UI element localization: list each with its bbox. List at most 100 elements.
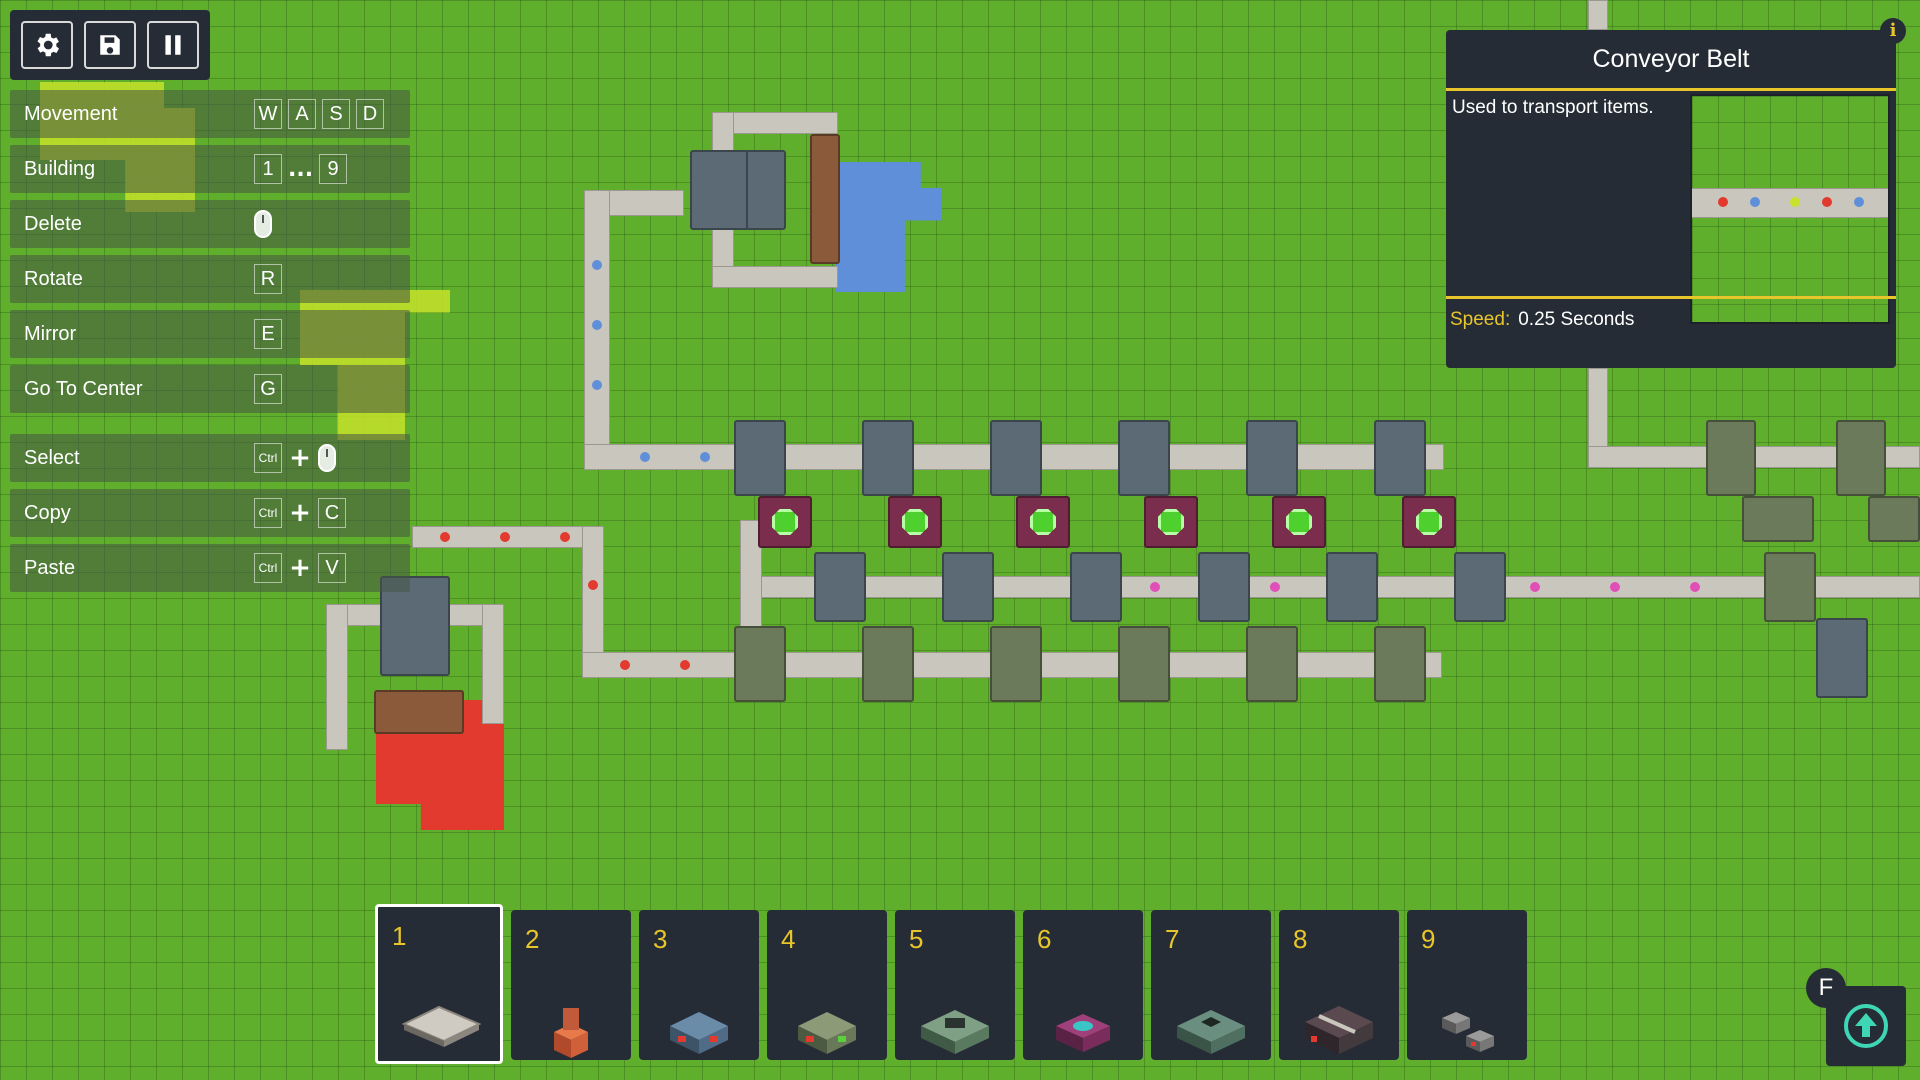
pink-item [1530, 582, 1540, 592]
hotbar-slot-6[interactable]: 6 [1023, 910, 1143, 1060]
factory-building[interactable] [1868, 496, 1920, 542]
hotbar-slot-7[interactable]: 7 [1151, 910, 1271, 1060]
slot-number: 7 [1165, 924, 1180, 954]
merger-building[interactable] [1118, 626, 1170, 702]
splitter-building[interactable] [1198, 552, 1250, 622]
smelter-building[interactable] [888, 496, 942, 548]
splitter-building[interactable] [1118, 420, 1170, 496]
miner-icon [554, 1008, 588, 1058]
hotbar-slot-4[interactable]: 4 [767, 910, 887, 1060]
keybind-action: Movement [24, 102, 118, 125]
keybind-action: Rotate [24, 267, 83, 290]
merger-building[interactable] [1764, 552, 1816, 622]
keycap: V [318, 553, 346, 583]
merger-building[interactable] [1246, 626, 1298, 702]
keycap: Ctrl [254, 498, 282, 528]
info-description: Used to transport items. [1452, 97, 1654, 118]
splitter-building[interactable] [1070, 552, 1122, 622]
blue-item [1750, 197, 1760, 207]
red-item [500, 532, 510, 542]
crossing-icon [1177, 1010, 1245, 1054]
keybind-row-copy: Copy Ctrl + C [10, 489, 410, 537]
red-item [1718, 197, 1728, 207]
blue-item [640, 452, 650, 462]
keybind-row-delete: Delete [10, 200, 410, 248]
speed-label: Speed: [1450, 309, 1511, 330]
splitter-building[interactable] [690, 150, 750, 230]
merger-building[interactable] [1836, 420, 1886, 496]
gear-icon [37, 33, 60, 57]
pink-item [1610, 582, 1620, 592]
keybind-row-movement: Movement W A S D [10, 90, 410, 138]
splitter-building[interactable] [990, 420, 1042, 496]
splitter-building[interactable] [734, 420, 786, 496]
keybind-action: Delete [24, 212, 82, 235]
merger-building[interactable] [734, 626, 786, 702]
save-button[interactable] [83, 21, 136, 69]
floppy-disk-icon [100, 35, 120, 55]
keycap: 9 [319, 154, 348, 184]
ellipsis: ... [288, 156, 314, 182]
keybind-row-mirror: Mirror E [10, 310, 410, 358]
merger-building[interactable] [1706, 420, 1756, 496]
slot-number: 9 [1421, 924, 1436, 954]
hotbar-slot-1[interactable]: 1 [375, 904, 503, 1064]
hotbar-slot-5[interactable]: 5 [895, 910, 1015, 1060]
smelter-building[interactable] [758, 496, 812, 548]
factory-building[interactable] [1742, 496, 1814, 542]
splitter-building[interactable] [746, 150, 786, 230]
splitter-building[interactable] [862, 420, 914, 496]
conveyor-belt[interactable] [326, 604, 348, 750]
pink-item [1270, 582, 1280, 592]
slot-number: 3 [653, 924, 668, 954]
building-info-panel: Conveyor Belt Used to transport items. S… [1446, 30, 1896, 368]
miner-building[interactable] [810, 134, 840, 264]
conveyor-belt[interactable] [482, 604, 504, 724]
conveyor-belt-preview [1690, 94, 1890, 324]
merger-building[interactable] [990, 626, 1042, 702]
info-speed: Speed:0.25 Seconds [1446, 296, 1896, 331]
blue-item [1854, 197, 1864, 207]
slot-number: 5 [909, 924, 924, 954]
slot-number: 4 [781, 924, 796, 954]
hotbar-slot-9[interactable]: 9 [1407, 910, 1527, 1060]
red-item [620, 660, 630, 670]
info-icon[interactable]: i [1880, 18, 1906, 44]
blue-ore-patch [836, 162, 942, 292]
smelter-building[interactable] [1272, 496, 1326, 548]
smelter-building[interactable] [1144, 496, 1198, 548]
splitter-building[interactable] [1374, 420, 1426, 496]
smelter-icon [1056, 1014, 1110, 1052]
conveyor-belt[interactable] [712, 266, 838, 288]
conveyor-belt[interactable] [1588, 0, 1608, 30]
splitter-building[interactable] [380, 576, 450, 676]
mouse-left-icon [318, 444, 336, 472]
splitter-building[interactable] [1246, 420, 1298, 496]
smelter-building[interactable] [1402, 496, 1456, 548]
settings-button[interactable] [21, 21, 74, 69]
splitter-building[interactable] [1454, 552, 1506, 622]
splitter-building[interactable] [1816, 618, 1868, 698]
keycap: D [356, 99, 384, 129]
smelter-building[interactable] [1016, 496, 1070, 548]
splitter-building[interactable] [814, 552, 866, 622]
pink-item [1150, 582, 1160, 592]
info-title: Conveyor Belt [1446, 30, 1896, 91]
splitter-building[interactable] [942, 552, 994, 622]
keybind-panel: Movement W A S D Building 1 ... 9 Delete… [10, 90, 410, 599]
splitter-building[interactable] [1326, 552, 1378, 622]
keycap: A [288, 99, 316, 129]
hotbar-slot-8[interactable]: 8 [1279, 910, 1399, 1060]
build-hotbar: 1 2 3 4 5 6 7 8 9 [375, 904, 1527, 1064]
assembler-icon [921, 1010, 989, 1054]
pause-button[interactable] [146, 21, 199, 69]
merger-building[interactable] [1374, 626, 1426, 702]
hotbar-slot-2[interactable]: 2 [511, 910, 631, 1060]
conveyor-belt[interactable] [840, 576, 1920, 598]
miner-building[interactable] [374, 690, 464, 734]
keybind-row-select: Select Ctrl + [10, 434, 410, 482]
hotbar-slot-3[interactable]: 3 [639, 910, 759, 1060]
keybind-row-rotate: Rotate R [10, 255, 410, 303]
merger-building[interactable] [862, 626, 914, 702]
